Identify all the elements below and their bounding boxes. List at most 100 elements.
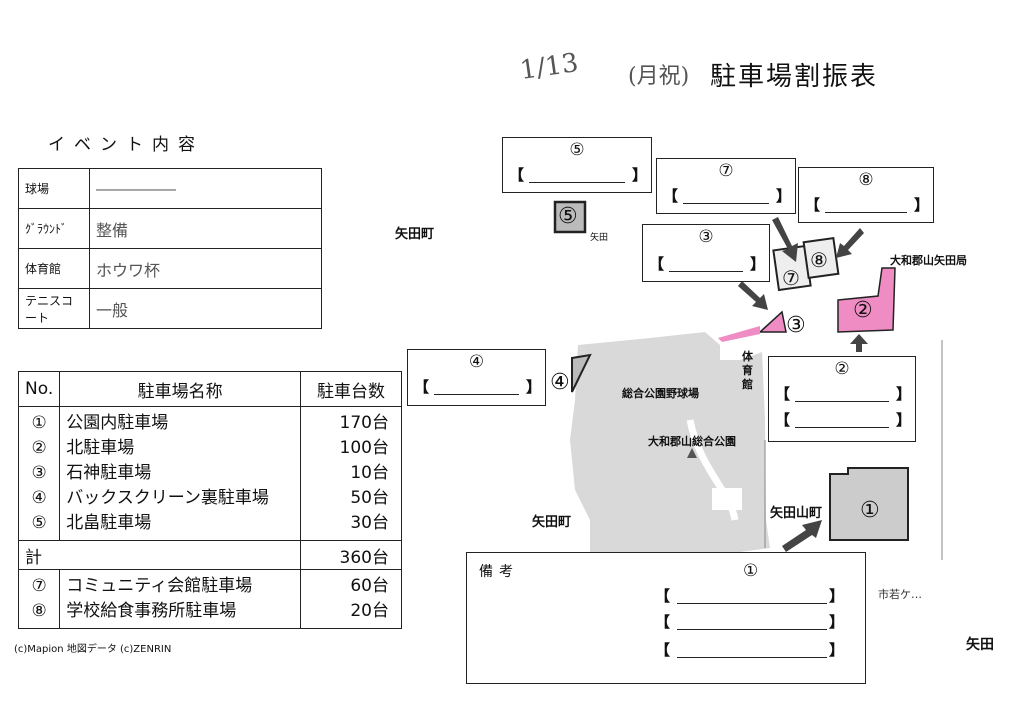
- write-slot[interactable]: [677, 629, 827, 630]
- park-building: [712, 488, 742, 510]
- box-7: ⑦ 【 】: [656, 158, 796, 214]
- box-4-number: ④: [468, 352, 485, 372]
- parking-main-rows: ① ② ③ ④ ⑤ 公園内駐車場 北駐車場 石神駐車場 バックスクリーン裏駐車場…: [17, 406, 402, 541]
- write-slot[interactable]: [683, 203, 769, 204]
- lot-5-shape: [553, 200, 587, 234]
- event-label: ｸﾞﾗｳﾝﾄﾞ: [18, 208, 90, 249]
- label-yatamachi-2: 矢田町: [532, 515, 572, 530]
- marker-4: ④: [550, 370, 570, 395]
- write-slot[interactable]: [669, 271, 743, 272]
- box-5-number: ⑤: [569, 140, 585, 160]
- parking-count: 60台: [350, 576, 389, 596]
- park-tree: [687, 448, 697, 458]
- copyright-note: (c)Mapion 地図データ (c)ZENRIN: [14, 644, 172, 655]
- parking-no: ③: [31, 463, 47, 483]
- write-slot[interactable]: [795, 401, 889, 402]
- parking-no: ④: [31, 488, 47, 508]
- edge-note: 市若ケ…: [878, 588, 922, 601]
- remarks-label: 備考: [479, 564, 519, 580]
- lot-4-shape: [571, 353, 592, 393]
- parking-no: ⑤: [31, 513, 47, 533]
- box-4: ④ 【 】: [407, 349, 546, 406]
- parking-no: ①: [31, 413, 47, 433]
- bracket-open: 【: [655, 587, 671, 605]
- label-yatayamacho: 矢田山町: [770, 506, 823, 521]
- park-road: [686, 419, 739, 521]
- pink-lot-2: [837, 267, 896, 333]
- label-stadium: 総合公園野球場: [622, 387, 699, 400]
- write-slot[interactable]: [529, 182, 625, 183]
- event-value: 整備: [89, 208, 322, 249]
- write-slot[interactable]: [795, 427, 889, 428]
- parking-count: 50台: [350, 488, 389, 508]
- event-row: テニスコート 一般: [18, 288, 322, 329]
- parking-extra-rows: ⑦ ⑧ コミュニティ会館駐車場 学校給食事務所駐車場 60台 20台: [17, 569, 402, 629]
- pink-strip: [718, 326, 760, 342]
- label-gym-3: 館: [742, 378, 753, 391]
- bracket-open: 【: [775, 411, 791, 429]
- bracket-open: 【: [655, 613, 671, 631]
- event-heading: イベント内容: [48, 135, 204, 155]
- lot-8-shape: [802, 236, 840, 280]
- box-7-number: ⑦: [718, 161, 734, 181]
- bracket-open: 【: [649, 255, 665, 273]
- box-2: ② 【 】 【 】: [768, 356, 916, 442]
- header-no: No.: [17, 371, 61, 407]
- marker-8: ⑧: [810, 248, 828, 272]
- parking-total-row: 計 360台: [18, 540, 402, 570]
- lot-1-shape: [829, 467, 909, 541]
- write-slot[interactable]: [677, 603, 827, 604]
- day-handwritten: (月祝): [628, 64, 690, 89]
- arrow-to-1: [782, 520, 822, 552]
- total-count: 360台: [300, 540, 402, 570]
- event-label: 球場: [18, 168, 90, 209]
- bracket-close: 】: [895, 411, 911, 429]
- event-row: 体育館 ホウワ杯: [18, 248, 322, 289]
- arrows: [738, 217, 868, 552]
- event-row: ｸﾞﾗｳﾝﾄﾞ 整備: [18, 208, 322, 249]
- write-slot[interactable]: [434, 394, 519, 395]
- bracket-open: 【: [414, 378, 430, 396]
- parking-name: 北駐車場: [66, 438, 135, 458]
- marker-3: ③: [786, 313, 806, 338]
- bracket-open: 【: [509, 166, 525, 184]
- total-label: 計: [18, 540, 301, 570]
- arrow-to-3: [738, 281, 768, 310]
- bracket-close: 】: [829, 587, 845, 605]
- label-yatamachi: 矢田町: [395, 227, 435, 242]
- arrow-to-2: [850, 334, 868, 352]
- parking-table: No. 駐車場名称 駐車台数 ① ② ③ ④ ⑤ 公園内駐車場 北駐車場 石神駐…: [17, 371, 402, 629]
- write-slot[interactable]: [677, 657, 827, 658]
- parking-name: 公園内駐車場: [66, 413, 169, 433]
- box-3-number: ③: [698, 227, 714, 247]
- label-park: 大和郡山総合公園: [648, 435, 736, 448]
- bracket-close: 】: [525, 378, 541, 396]
- parking-no: ⑧: [31, 601, 47, 621]
- parking-count: 100台: [339, 438, 389, 458]
- bracket-close: 】: [913, 196, 929, 214]
- arrow-to-7: [772, 217, 798, 262]
- event-table: 球場 ――――― ｸﾞﾗｳﾝﾄﾞ 整備 体育館 ホウワ杯 テニスコート 一般: [18, 168, 322, 329]
- event-value: 一般: [89, 288, 322, 329]
- parking-no: ⑦: [31, 576, 47, 596]
- marker-1: ①: [860, 498, 880, 523]
- parking-count: 10台: [350, 463, 389, 483]
- bracket-close: 】: [749, 255, 765, 273]
- pink-lot-3: [758, 310, 787, 333]
- bracket-open: 【: [775, 385, 791, 403]
- label-yata-small: 矢田: [590, 233, 609, 243]
- event-value: ホウワ杯: [89, 248, 322, 289]
- label-gym-1: 体: [742, 350, 753, 363]
- box-8-number: ⑧: [858, 170, 874, 190]
- box-8: ⑧ 【 】: [798, 167, 934, 223]
- bracket-close: 】: [631, 166, 647, 184]
- parking-name: 北畠駐車場: [66, 513, 152, 533]
- write-slot[interactable]: [825, 212, 907, 213]
- parking-name: 学校給食事務所駐車場: [66, 601, 237, 621]
- event-value: ―――――: [89, 168, 322, 209]
- bracket-close: 】: [775, 187, 791, 205]
- parking-count: 30台: [350, 513, 389, 533]
- bracket-close: 】: [829, 613, 845, 631]
- label-yata-right: 矢田: [966, 637, 994, 653]
